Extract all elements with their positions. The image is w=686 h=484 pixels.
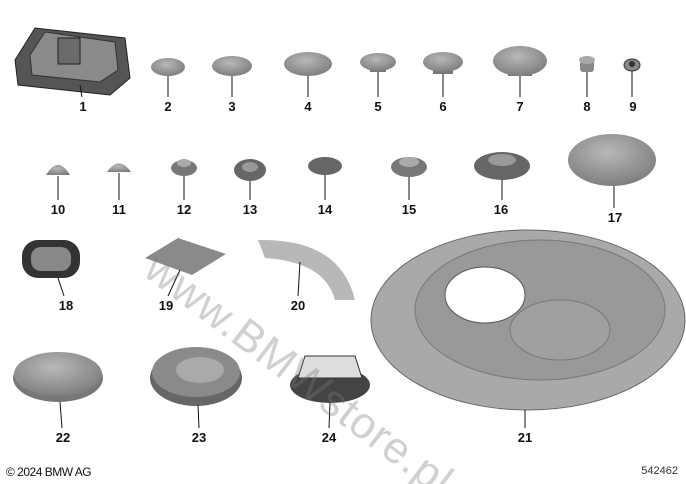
part-12-cap[interactable] <box>171 159 197 176</box>
part-label: 12 <box>176 202 192 217</box>
part-22-cap[interactable] <box>13 352 103 402</box>
diagram-number: 542462 <box>641 465 678 477</box>
part-2-plug[interactable] <box>151 58 185 76</box>
part-20-strip[interactable] <box>258 239 355 300</box>
part-label: 23 <box>191 430 207 445</box>
part-label: 5 <box>374 99 382 114</box>
part-11-cap[interactable] <box>107 163 131 173</box>
part-label: 16 <box>493 202 509 217</box>
copyright: © 2024 BMW AG <box>6 465 92 479</box>
part-label: 8 <box>583 99 591 114</box>
part-19-pad[interactable] <box>145 238 226 275</box>
part-label: 1 <box>79 99 87 114</box>
part-15-grommet[interactable] <box>391 157 427 177</box>
part-label: 24 <box>321 430 337 445</box>
part-6-plug[interactable] <box>423 52 463 74</box>
part-10-cap[interactable] <box>46 165 70 175</box>
part-label: 17 <box>607 210 623 225</box>
part-label: 6 <box>439 99 447 114</box>
part-4-plug[interactable] <box>284 52 332 76</box>
part-label: 10 <box>50 202 66 217</box>
part-label: 19 <box>158 298 174 313</box>
part-13-grommet[interactable] <box>234 159 266 181</box>
part-5-plug[interactable] <box>360 53 396 72</box>
part-label: 3 <box>228 99 236 114</box>
part-17-cover[interactable] <box>568 134 656 186</box>
part-label: 18 <box>58 298 74 313</box>
part-label: 2 <box>164 99 172 114</box>
part-9-clip[interactable] <box>623 58 641 72</box>
part-24-plug[interactable] <box>290 355 370 403</box>
part-label: 11 <box>112 202 126 217</box>
part-8-plug[interactable] <box>579 56 595 72</box>
part-21-cover-plate[interactable] <box>370 229 686 411</box>
part-label: 9 <box>629 99 637 114</box>
part-label: 4 <box>304 99 312 114</box>
part-label: 15 <box>401 202 417 217</box>
part-1-connector-block[interactable] <box>14 27 131 96</box>
part-label: 13 <box>242 202 258 217</box>
part-label: 22 <box>55 430 71 445</box>
part-3-plug[interactable] <box>212 56 252 76</box>
part-label: 21 <box>517 430 533 445</box>
part-label: 14 <box>317 202 333 217</box>
part-14-plug[interactable] <box>308 157 342 175</box>
part-18-grommet[interactable] <box>22 240 80 278</box>
part-23-cover[interactable] <box>150 347 242 406</box>
part-label: 7 <box>516 99 524 114</box>
part-16-grommet[interactable] <box>474 152 530 180</box>
part-label: 20 <box>290 298 306 313</box>
leader-lines <box>57 71 633 429</box>
part-7-plug[interactable] <box>493 46 547 76</box>
